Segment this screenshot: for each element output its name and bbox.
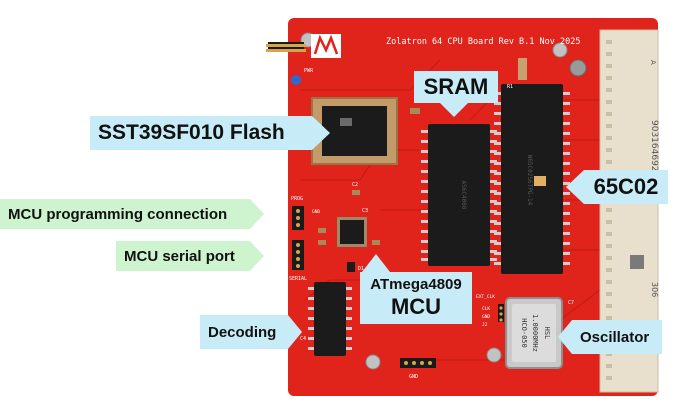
cpu-marking: W65C02S6TPG-14	[526, 155, 533, 206]
mcu-serial-callout-arrow	[250, 241, 264, 271]
flash-callout-arrow	[312, 116, 330, 150]
connector-logo	[630, 255, 644, 269]
oscillator-can: HCO-050 1.0000MHz HSL	[505, 297, 563, 369]
cpu-callout: 65C02	[566, 170, 668, 204]
electrolytic-cap	[569, 59, 587, 77]
sram-marking: AS6C4008	[460, 181, 467, 210]
flash-plcc-socket	[311, 97, 398, 165]
sram-callout-arrow	[440, 103, 468, 117]
sram-callout: SRAM	[414, 71, 498, 103]
connector-a: A	[649, 60, 657, 65]
c4-label: C4	[300, 336, 306, 342]
prog-label: PROG	[291, 196, 303, 202]
c2-label: C2	[352, 182, 358, 188]
flash-callout: SST39SF010 Flash	[90, 116, 330, 150]
mcu-prog-callout-arrow	[250, 199, 264, 229]
pwr-label: PWR	[304, 68, 314, 74]
clk-label: CLK	[482, 306, 490, 312]
mcu-prog-callout-label: MCU programming connection	[0, 199, 250, 229]
bottom-gnd-header	[400, 358, 436, 368]
cap-2	[352, 190, 360, 195]
serial-label: SERIAL	[289, 276, 307, 282]
cap-1	[410, 108, 420, 114]
cap-5	[372, 240, 380, 245]
mcu-callout-line2: MCU	[390, 294, 442, 319]
mcu-callout-line1: ATmega4809	[370, 276, 462, 293]
mcu-callout: ATmega4809 MCU	[360, 272, 472, 324]
cpu-chip: W65C02S6TPG-14	[494, 84, 570, 274]
mcu-serial-callout: MCU serial port	[116, 241, 264, 271]
decoding-callout: Decoding	[200, 315, 302, 349]
power-led	[291, 75, 301, 85]
serial-header	[292, 240, 304, 270]
diode-d1	[347, 262, 355, 272]
mcu-serial-callout-label: MCU serial port	[116, 241, 250, 271]
connector-code: 903164692	[649, 120, 659, 172]
oscillator-callout-arrow	[558, 320, 572, 354]
sram-chip: AS6C4008	[421, 124, 497, 266]
bottom-gnd-label: GND	[409, 374, 418, 380]
osc-freq: 1.0000MHz	[531, 314, 539, 352]
cap-4	[318, 240, 326, 245]
decoding-callout-arrow	[288, 315, 302, 349]
decoding-callout-label: Decoding	[200, 315, 288, 349]
c3-label: C3	[362, 208, 368, 214]
osc-brand: HSL	[543, 327, 551, 340]
ext-clk-label: EXT_CLK	[476, 294, 495, 300]
oscillator-callout: Oscillator	[558, 320, 662, 354]
atmega-chip	[337, 217, 367, 247]
d1-label: D1	[358, 266, 364, 272]
mcu-prog-callout: MCU programming connection	[0, 199, 264, 229]
ext-clk-header	[498, 304, 504, 322]
cap-3	[318, 228, 326, 233]
oscillator-callout-label: Oscillator	[572, 320, 662, 354]
zolatron-logo	[311, 34, 341, 58]
osc-model: HCO-050	[520, 318, 528, 348]
board-title: Zolatron 64 CPU Board Rev B.1 Nov 2025	[386, 37, 580, 47]
decoding-chip	[308, 282, 352, 356]
j2-label: J2	[482, 322, 488, 328]
r1-label: R1	[507, 84, 513, 90]
c7-label: C7	[568, 300, 574, 306]
cpu-callout-arrow	[566, 170, 584, 204]
connector-num: 306	[650, 282, 659, 297]
sram-callout-label: SRAM	[414, 71, 498, 103]
clk-gnd-label: GND	[482, 314, 490, 320]
prog-header	[292, 206, 304, 230]
flash-callout-label: SST39SF010 Flash	[90, 116, 312, 150]
cpu-callout-label: 65C02	[584, 170, 668, 204]
mcu-callout-arrow	[362, 254, 390, 272]
top-pin-header	[266, 42, 306, 52]
prog-gnd-label: GND	[312, 209, 320, 215]
resistor-r1	[518, 58, 527, 80]
